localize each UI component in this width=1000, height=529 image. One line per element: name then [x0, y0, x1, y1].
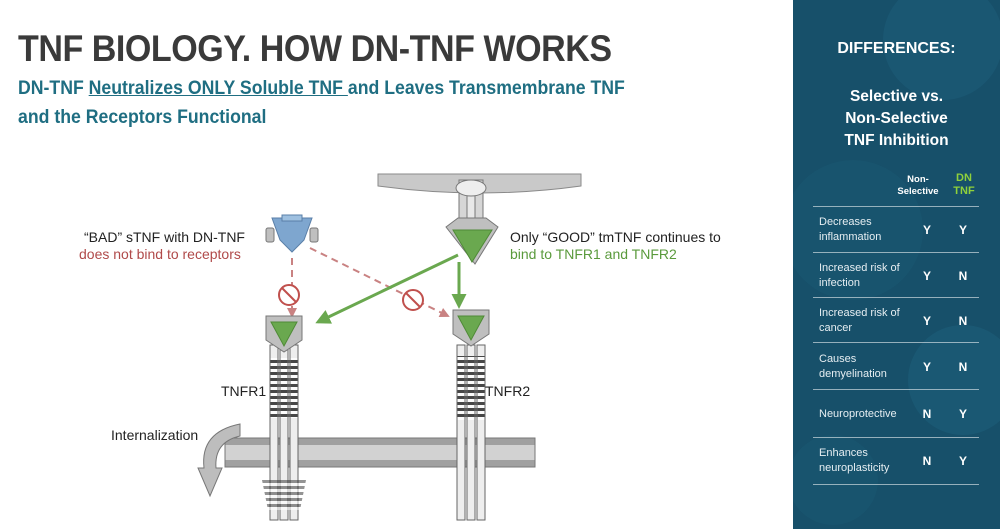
panel-subheading-line2: Non-Selective — [845, 110, 948, 127]
row-nonselective-value: Y — [922, 268, 931, 283]
table-row: Enhances neuroplasticity N Y — [813, 437, 979, 485]
row-dn-value: N — [958, 268, 968, 283]
col-header-nonselective-line1: Non- — [907, 174, 929, 185]
panel-subheading: Selective vs. Non-Selective TNF Inhibiti… — [793, 86, 1000, 152]
subtitle-underlined: Neutralizes ONLY Soluble TNF — [88, 78, 348, 99]
no-entry-icon — [402, 289, 424, 311]
no-entry-icon — [278, 284, 300, 306]
good-tmtnf-label: Only “GOOD” tmTNF continues to — [510, 229, 721, 245]
row-label: Increased risk of infection — [819, 261, 900, 289]
tnfr2-label: TNFR2 — [485, 383, 531, 399]
stnf-dn-trimer — [265, 214, 319, 253]
table-row: Neuroprotective N Y — [813, 389, 979, 438]
panel-subheading-line1: Selective vs. — [849, 88, 944, 105]
row-label: Enhances neuroplasticity — [819, 447, 890, 474]
row-dn-value: Y — [958, 407, 967, 421]
binding-arrow-tnfr1 — [315, 253, 459, 324]
row-label: Causes demyelination — [819, 352, 887, 380]
col-header-nonselective: Non- Selective — [889, 174, 947, 198]
blocked-arrow-tnfr2 — [309, 247, 450, 317]
row-nonselective-value: Y — [922, 359, 931, 374]
table-row: Causes demyelination Y N — [813, 342, 979, 390]
table-row: Increased risk of cancer Y N — [813, 297, 979, 343]
row-dn-value: Y — [958, 454, 967, 468]
row-label: Decreases inflammation — [819, 216, 882, 243]
col-header-dn-line2: TNF — [953, 185, 975, 197]
bad-stnf-label: “BAD” sTNF with DN-TNF — [84, 229, 245, 245]
col-header-dn-line1: DN — [956, 172, 972, 184]
row-nonselective-value: N — [922, 407, 932, 421]
row-label: Neuroprotective — [819, 407, 897, 420]
row-dn-value: N — [958, 313, 968, 328]
differences-panel: DIFFERENCES: Selective vs. Non-Selective… — [793, 0, 1000, 529]
row-dn-value: Y — [958, 223, 967, 237]
tmtnf-trimer — [445, 217, 499, 265]
slide-title: TNF BIOLOGY. HOW DN-TNF WORKS — [18, 28, 612, 69]
row-nonselective-value: Y — [922, 313, 931, 328]
tmtnf-stalk — [455, 179, 487, 231]
virus-background-graphic — [793, 0, 1000, 525]
tnfr1-label: TNFR1 — [221, 383, 267, 399]
tnfr1-receptor — [262, 315, 306, 521]
bad-stnf-sublabel: does not bind to receptors — [79, 246, 241, 262]
curved-arrow-icon — [197, 423, 241, 498]
panel-heading: DIFFERENCES: — [837, 40, 956, 57]
slide-subtitle: DN-TNF Neutralizes ONLY Soluble TNF and … — [18, 74, 632, 132]
row-nonselective-value: N — [922, 454, 932, 468]
good-tmtnf-sublabel: bind to TNFR1 and TNFR2 — [510, 246, 677, 262]
table-row: Decreases inflammation Y Y — [813, 206, 979, 253]
panel-subheading-line3: TNF Inhibition — [844, 132, 949, 149]
row-nonselective-value: Y — [922, 223, 931, 237]
row-dn-value: N — [958, 359, 968, 374]
col-header-nonselective-line2: Selective — [897, 186, 939, 197]
col-header-dn-tnf: DN TNF — [949, 172, 979, 198]
internalization-label: Internalization — [111, 427, 199, 443]
tnf-diagram — [197, 173, 582, 521]
row-label: Increased risk of cancer — [819, 306, 900, 334]
tnfr2-receptor — [452, 309, 490, 521]
table-row: Increased risk of infection Y N — [813, 252, 979, 298]
subtitle-part1: DN-TNF — [18, 78, 89, 99]
subtitle-part2: and Leaves Transmembrane TNF and the Rec… — [18, 78, 625, 128]
